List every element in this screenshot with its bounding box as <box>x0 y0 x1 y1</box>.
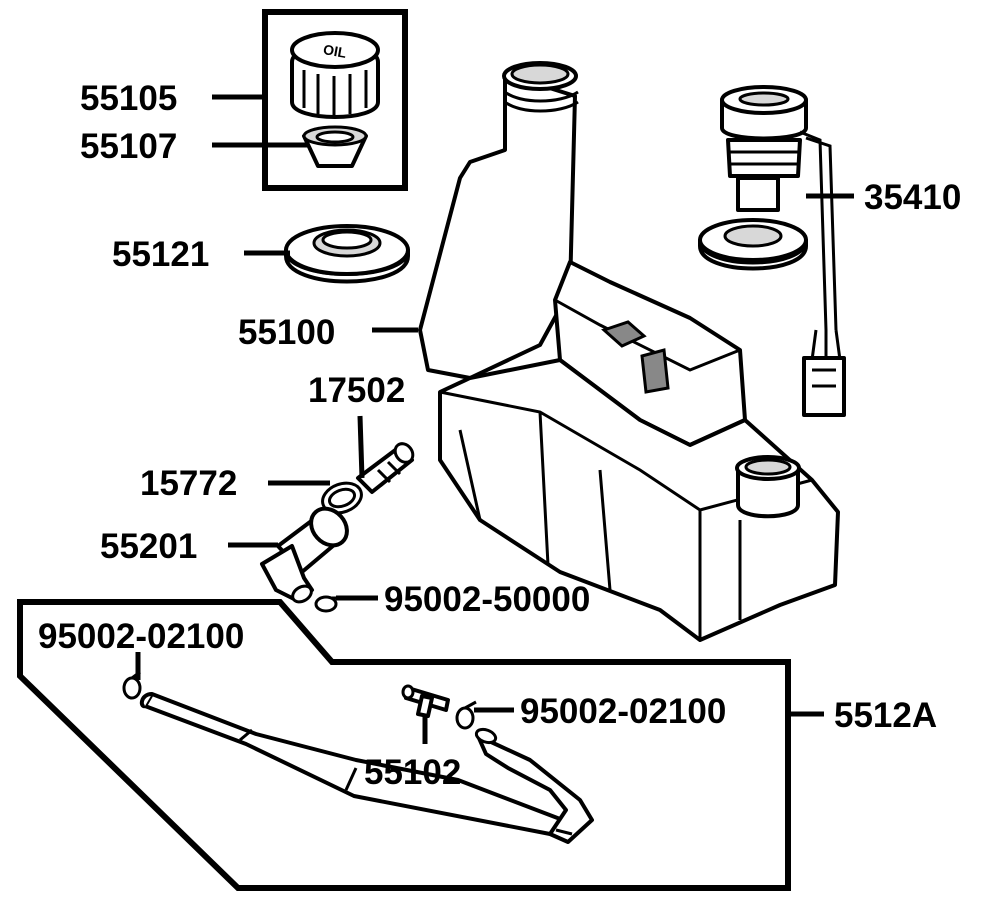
fitting <box>356 442 415 494</box>
label-55121: 55121 <box>112 235 209 274</box>
label-35410: 35410 <box>864 178 961 217</box>
label-55102: 55102 <box>364 753 461 792</box>
hose-right <box>474 727 594 844</box>
label-95002-02100-left: 95002-02100 <box>38 617 244 656</box>
label-55201: 55201 <box>100 527 197 566</box>
leader-lines <box>135 94 854 744</box>
clamp-hose-right <box>455 700 477 730</box>
cap-gasket <box>302 125 368 168</box>
label-55100: 55100 <box>238 313 335 352</box>
label-55107: 55107 <box>80 127 177 166</box>
joint <box>401 684 450 718</box>
hose-assembly-frame <box>17 599 791 891</box>
label-95002-02100-right: 95002-02100 <box>520 692 726 731</box>
hose-left <box>139 692 570 836</box>
clip <box>321 481 363 515</box>
label-17502: 17502 <box>308 371 405 410</box>
elbow <box>260 506 349 604</box>
label-95002-50000: 95002-50000 <box>384 580 590 619</box>
level-sensor <box>698 85 846 417</box>
grommet <box>284 224 410 284</box>
label-5512A: 5512A <box>834 696 937 735</box>
cap-group-frame <box>262 9 408 191</box>
cap-oil-text: OIL <box>322 41 348 61</box>
oil-tank <box>418 61 840 642</box>
oil-cap: OIL <box>290 31 380 119</box>
label-55105: 55105 <box>80 79 177 118</box>
label-15772: 15772 <box>140 464 237 503</box>
